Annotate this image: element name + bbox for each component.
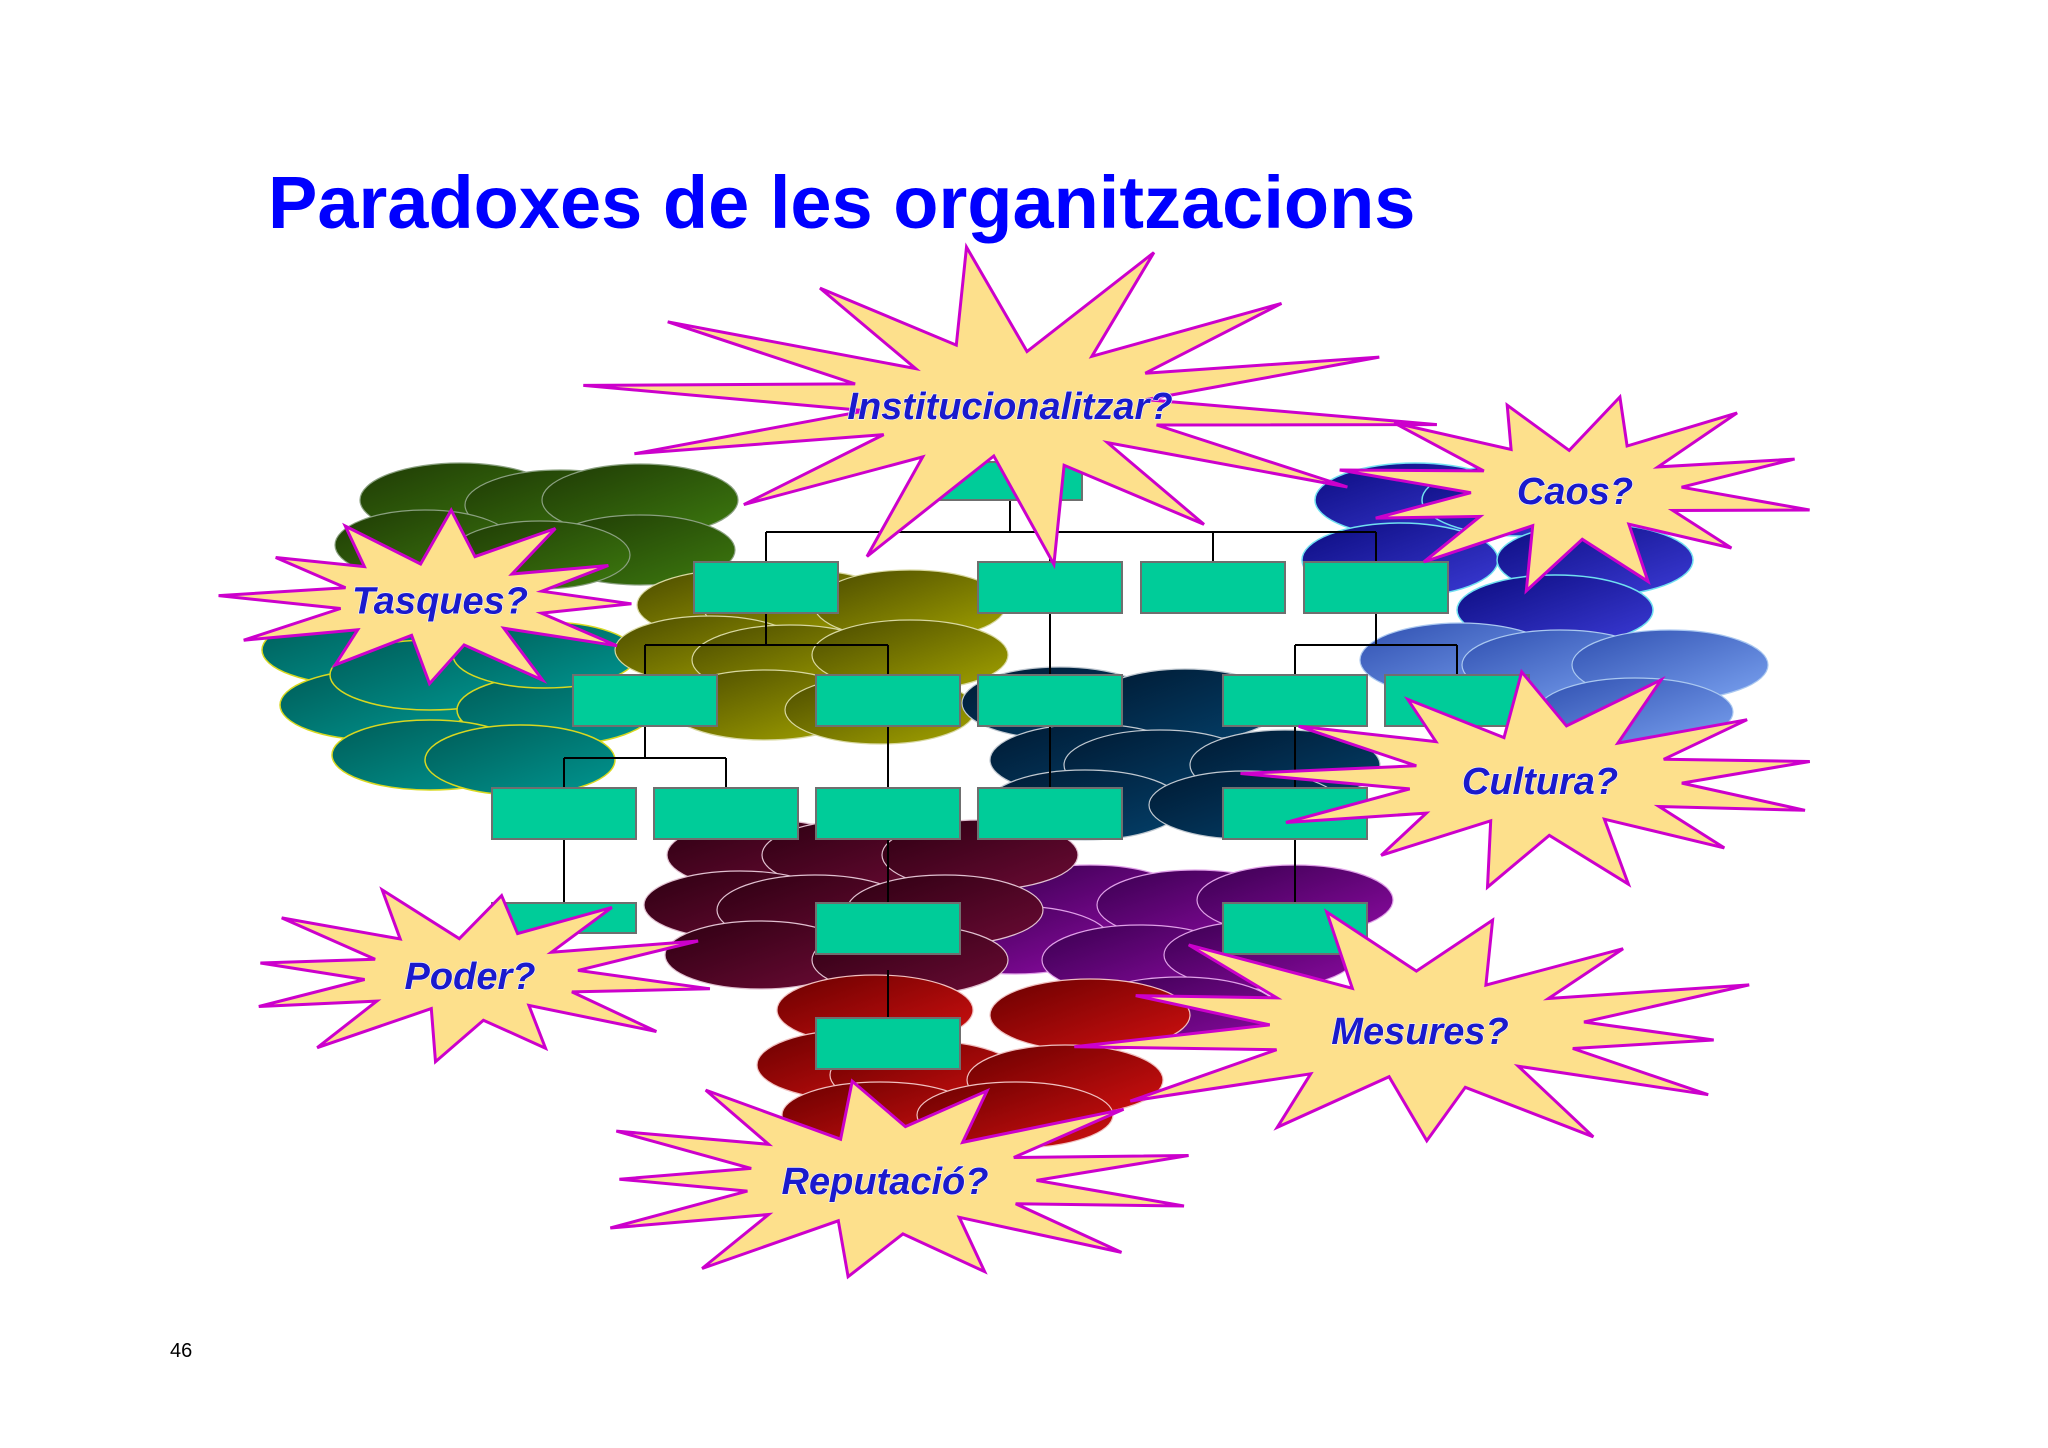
starburst-callouts: Institucionalitzar? Caos? Tasques? Cultura?… [218, 242, 1811, 1280]
org-box-level1-3 [1140, 561, 1286, 614]
starburst-tasques: Tasques? [218, 507, 632, 687]
starburst-caos: Caos? [1339, 393, 1810, 595]
slide-title: Paradoxes de les organitzacions [268, 161, 1416, 244]
org-chart-boxes [491, 461, 1530, 1070]
starburst-label: Institucionalitzar? [847, 386, 1172, 428]
org-box-level2-4 [1222, 674, 1368, 727]
starburst-poder: Poder? [258, 886, 711, 1065]
starburst-label: Poder? [405, 956, 536, 998]
org-box-level1-2 [977, 561, 1123, 614]
starburst-shape [1339, 393, 1810, 595]
org-box-level3-2 [653, 787, 799, 840]
starburst-shape [609, 1078, 1189, 1280]
page-number: 46 [170, 1340, 193, 1362]
starburst-reputacio: Reputació? [609, 1078, 1189, 1280]
starburst-cultura: Cultura? [1240, 668, 1811, 891]
starburst-label: Mesures? [1331, 1011, 1508, 1053]
org-box-level5-1 [815, 1017, 961, 1070]
starburst-shape [1240, 668, 1811, 891]
org-box-level4-2 [815, 902, 961, 955]
org-box-level1-1 [693, 561, 839, 614]
org-box-level3-3 [815, 787, 961, 840]
starburst-label: Cultura? [1462, 761, 1618, 803]
starburst-label: Tasques? [352, 580, 528, 622]
org-box-level2-2 [815, 674, 961, 727]
org-box-level1-4 [1303, 561, 1449, 614]
starburst-label: Reputació? [782, 1161, 989, 1203]
org-box-level2-1 [572, 674, 718, 727]
org-box-level3-1 [491, 787, 637, 840]
starburst-shape [258, 886, 711, 1065]
starburst-shape [218, 507, 632, 687]
org-box-level2-3 [977, 674, 1123, 727]
org-box-level3-4 [977, 787, 1123, 840]
starburst-shape [1074, 908, 1750, 1144]
starburst-institucionalitzar: Institucionalitzar? [583, 242, 1438, 570]
starburst-mesures: Mesures? [1074, 908, 1750, 1144]
starburst-label: Caos? [1517, 471, 1633, 513]
starburst-shape [583, 242, 1438, 570]
